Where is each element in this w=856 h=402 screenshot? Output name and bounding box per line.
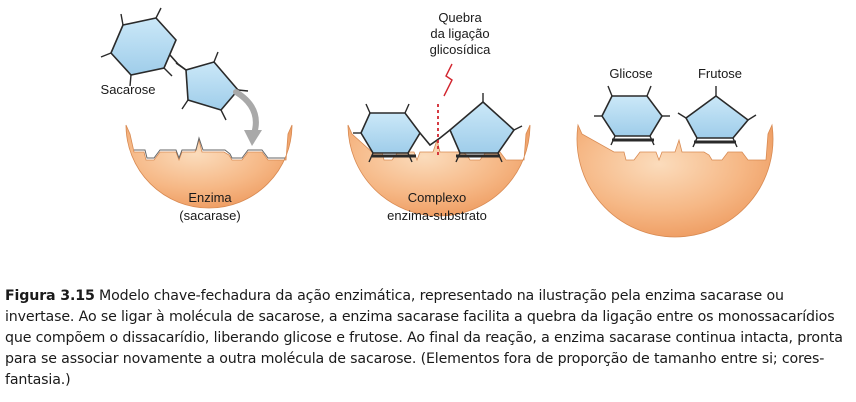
enzyme-label-line1: Enzima xyxy=(188,190,232,205)
enzyme-diagram: Sacarose Enzima (sacarase) Quebra da lig… xyxy=(100,7,774,238)
bound-glucose-hexagon xyxy=(360,112,421,154)
enzyme-released xyxy=(576,123,774,238)
complex-label-line2: enzima-substrato xyxy=(387,208,487,223)
figure-caption: Figura 3.15 Modelo chave-fechadura da aç… xyxy=(5,286,853,391)
glucose-hexagon xyxy=(110,17,177,76)
fructose-pentagon-free xyxy=(684,95,750,139)
break-label-line3: glicosídica xyxy=(430,42,491,57)
break-label-line1: Quebra xyxy=(438,10,482,25)
fructose-pentagon xyxy=(185,61,240,111)
bound-sucrose xyxy=(353,93,523,163)
break-indicator xyxy=(437,63,453,158)
complex-label-line1: Complexo xyxy=(408,190,467,205)
enzyme-free xyxy=(125,124,293,209)
sucrose-molecule xyxy=(100,7,249,121)
sucrose-label: Sacarose xyxy=(101,82,156,97)
caption-text: Modelo chave-fechadura da ação enzimátic… xyxy=(5,288,843,388)
bound-fructose-pentagon xyxy=(449,100,516,154)
break-label-line2: da ligação xyxy=(430,26,489,41)
binding-arrow xyxy=(233,89,262,146)
sugar-ticks xyxy=(100,7,249,121)
glucose-hexagon-free xyxy=(601,95,663,137)
released-glucose xyxy=(594,85,670,146)
fructose-label: Frutose xyxy=(698,66,742,81)
enzyme-label-line2: (sacarase) xyxy=(179,208,240,223)
glucose-label: Glicose xyxy=(609,66,652,81)
released-fructose xyxy=(677,86,757,148)
caption-label: Figura 3.15 xyxy=(5,288,95,304)
